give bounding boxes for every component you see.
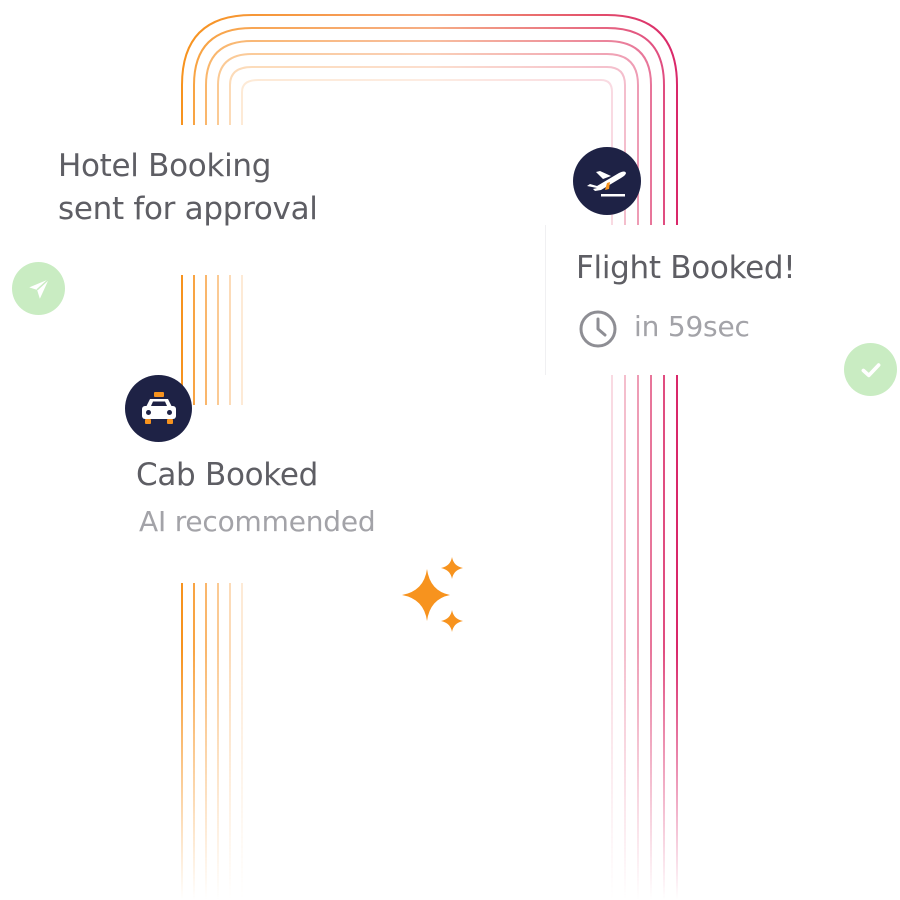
- hotel-send-badge: [12, 262, 65, 315]
- hotel-title-line1: Hotel Booking: [58, 148, 272, 184]
- send-icon: [28, 278, 49, 299]
- flight-booked-card: Flight Booked! in 59sec: [545, 225, 900, 375]
- cab-subtitle: AI recommended: [139, 505, 376, 538]
- flight-icon-badge: [573, 147, 641, 215]
- hotel-title-line2: sent for approval: [58, 191, 318, 227]
- cab-title: Cab Booked: [136, 457, 318, 493]
- flight-check-badge: [844, 343, 897, 396]
- check-icon: [861, 362, 880, 377]
- flight-title: Flight Booked!: [576, 250, 796, 286]
- sparkle-icon: [402, 557, 463, 632]
- clock-icon: [579, 310, 617, 348]
- flight-time-label: in 59sec: [634, 310, 750, 343]
- cab-icon-badge: [125, 375, 192, 442]
- airplane-takeoff-icon: [587, 171, 626, 197]
- taxi-icon: [141, 391, 176, 424]
- cab-booked-card: Cab Booked AI recommended: [110, 405, 440, 583]
- hotel-booking-card: Hotel Booking sent for approval: [20, 125, 410, 275]
